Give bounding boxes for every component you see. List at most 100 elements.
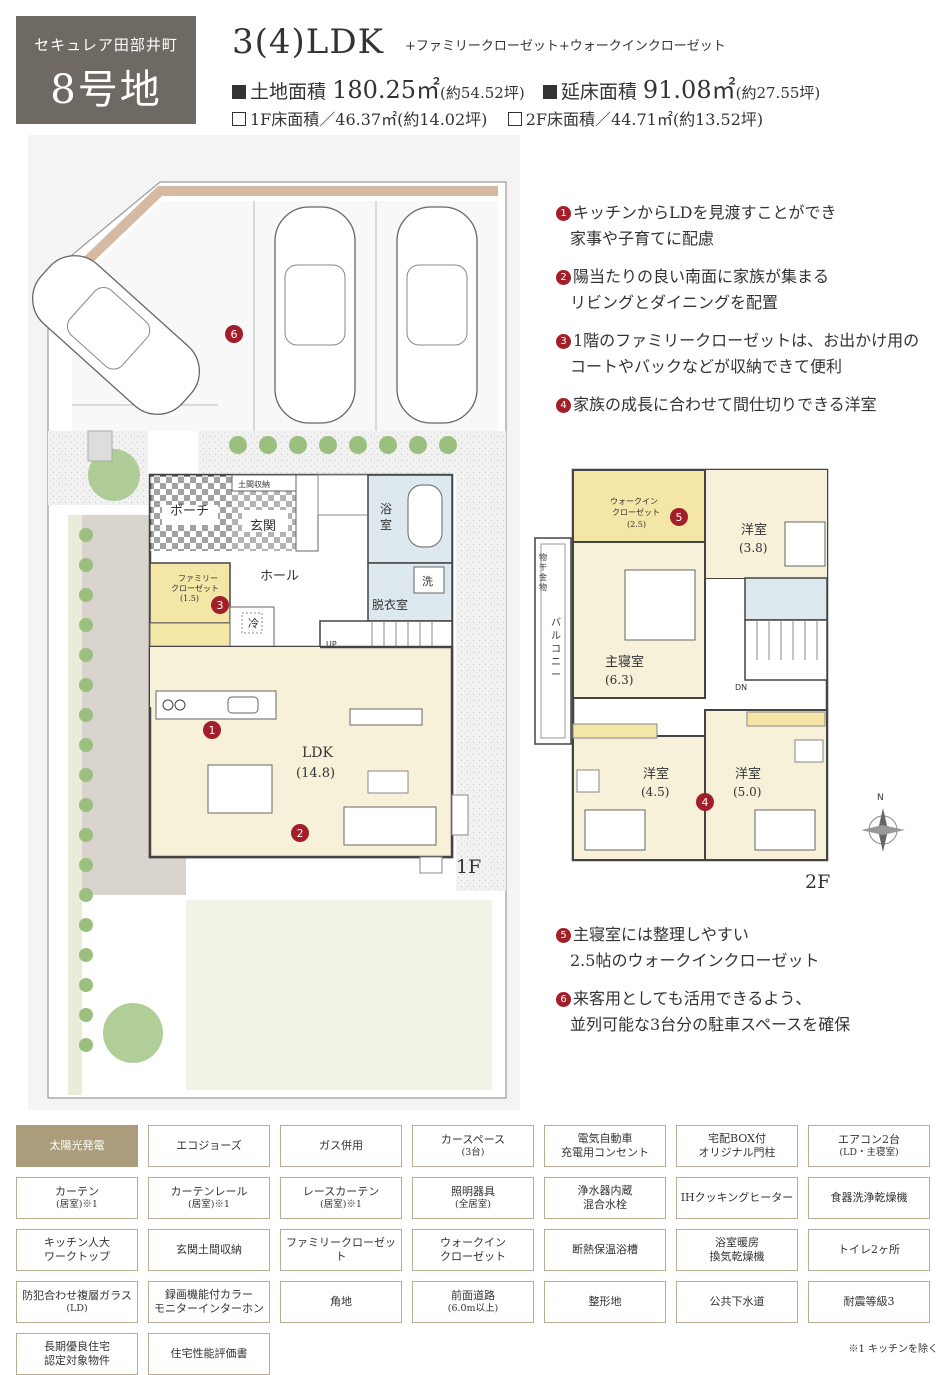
car-icon bbox=[396, 206, 478, 424]
feature-label: 耐震等級3 bbox=[843, 1295, 895, 1308]
western3-size: (5.0) bbox=[733, 785, 761, 799]
feature-note: (全居室) bbox=[455, 1199, 491, 1210]
feature-note: (3台) bbox=[461, 1147, 485, 1158]
washer-label: 洗 bbox=[422, 575, 433, 588]
floor2-label: 2F bbox=[805, 871, 830, 893]
bath-label-2: 室 bbox=[380, 517, 392, 532]
point-text: 主寝室には整理しやすい bbox=[573, 925, 749, 944]
svg-text:2: 2 bbox=[297, 827, 304, 840]
feature-label: 食器洗浄乾燥機 bbox=[830, 1191, 908, 1204]
laundry-char-3: 金 bbox=[539, 572, 547, 582]
feature-note: (居室)※1 bbox=[56, 1199, 98, 1210]
feature-label: IHクッキングヒーター bbox=[680, 1191, 794, 1204]
feature-badge: 断熱保温浴槽 bbox=[544, 1229, 666, 1271]
feature-label: クローゼット bbox=[440, 1250, 506, 1263]
feature-badge: 照明器具(全居室) bbox=[412, 1177, 534, 1219]
feature-badge: 録画機能付カラーモニターインターホン bbox=[148, 1281, 270, 1323]
svg-text:6: 6 bbox=[231, 328, 238, 341]
master-size: (6.3) bbox=[605, 673, 633, 687]
feature-badge: 太陽光発電 bbox=[16, 1125, 138, 1167]
fridge-label: 冷 bbox=[248, 617, 259, 630]
feature-badge: 住宅性能評価書 bbox=[148, 1333, 270, 1375]
land-area-label: 土地面積 bbox=[250, 81, 327, 103]
master-label: 主寝室 bbox=[605, 654, 644, 670]
point-text: リビングとダイニングを配置 bbox=[570, 293, 779, 312]
feature-label: カースペース bbox=[440, 1133, 506, 1146]
dressing-label: 脱衣室 bbox=[372, 597, 408, 612]
open-square-icon bbox=[507, 112, 522, 126]
point-text: 家事や子育てに配慮 bbox=[570, 229, 715, 248]
marker-5: 5 bbox=[670, 508, 688, 526]
feature-label: 浴室暖房 bbox=[715, 1236, 759, 1249]
feature-label: 玄関土間収納 bbox=[176, 1243, 242, 1256]
balcony-char-1: バ bbox=[551, 617, 561, 629]
north-label: N bbox=[877, 793, 884, 803]
feature-badge: ウォークインクローゼット bbox=[412, 1229, 534, 1271]
walkin-label-2: クローゼット bbox=[612, 507, 660, 517]
floor-area-tsubo: (約27.55坪) bbox=[735, 84, 821, 102]
balcony-char-5: ー bbox=[551, 670, 561, 681]
feature-badge: 食器洗浄乾燥機 bbox=[808, 1177, 930, 1219]
feature-label: エコジョーズ bbox=[176, 1139, 242, 1152]
marker-3-icon: 3 bbox=[556, 334, 571, 349]
feature-label: ウォークイン bbox=[440, 1236, 506, 1249]
filled-square-icon bbox=[232, 85, 246, 99]
feature-badge: エコジョーズ bbox=[148, 1125, 270, 1167]
floor-area-value: 91.08㎡ bbox=[642, 76, 736, 104]
laundry-char-1: 物 bbox=[539, 552, 547, 562]
land-area-tsubo: (約54.52坪) bbox=[440, 84, 525, 102]
open-square-icon bbox=[232, 112, 246, 126]
balcony-char-3: コ bbox=[551, 644, 561, 655]
marker-2: 2 bbox=[291, 824, 309, 842]
floor2-plan: N ウォークイン クローゼット (2.5) 洋室 (3.8) 主寝室 (6.3)… bbox=[534, 468, 905, 893]
feature-badge: ガス併用 bbox=[280, 1125, 402, 1167]
feature-badge: 浴室暖房換気乾燥機 bbox=[676, 1229, 798, 1271]
feature-label: 整形地 bbox=[588, 1295, 622, 1308]
feature-note: (LD・主寝室) bbox=[839, 1147, 899, 1158]
feature-label: カーテンレール bbox=[170, 1185, 248, 1198]
car-icon bbox=[32, 255, 200, 415]
marker-4: 4 bbox=[696, 793, 714, 811]
floor1-area: 1F床面積／46.37㎡(約14.02坪) bbox=[250, 110, 488, 129]
feature-badge: 玄関土間収納 bbox=[148, 1229, 270, 1271]
plan-extra: +ファミリークローゼット+ウォークインクローゼット bbox=[405, 39, 726, 54]
feature-badge: レースカーテン(居室)※1 bbox=[280, 1177, 402, 1219]
svg-text:3: 3 bbox=[217, 599, 224, 612]
hall-label: ホール bbox=[260, 569, 299, 584]
feature-label: 換気乾燥機 bbox=[709, 1250, 765, 1263]
feature-badge: トイレ2ヶ所 bbox=[808, 1229, 930, 1271]
feature-label: オリジナル門柱 bbox=[698, 1146, 776, 1159]
point-text: コートやバックなどが収納できて便利 bbox=[570, 357, 843, 376]
feature-label: 混合水栓 bbox=[583, 1198, 627, 1211]
marker-6-icon: 6 bbox=[556, 992, 571, 1007]
porch-label: ポーチ bbox=[170, 504, 209, 519]
western1-size: (3.8) bbox=[739, 541, 767, 555]
entrance-storage-label: 土間収納 bbox=[238, 479, 270, 489]
western1-label: 洋室 bbox=[741, 522, 767, 538]
feature-note: (6.0m以上) bbox=[447, 1303, 499, 1314]
car-icon bbox=[274, 206, 356, 424]
filled-square-icon bbox=[542, 85, 557, 99]
feature-label: ファミリークローゼット bbox=[286, 1236, 396, 1263]
point-text: 来客用としても活用できるよう、 bbox=[573, 989, 812, 1008]
lot-number: 8号地 bbox=[50, 67, 162, 113]
feature-badge: 公共下水道 bbox=[676, 1281, 798, 1323]
laundry-char-2: 干 bbox=[539, 563, 547, 572]
family-closet-label-1: ファミリー bbox=[178, 574, 218, 583]
feature-label: トイレ2ヶ所 bbox=[838, 1243, 900, 1256]
feature-label: 断熱保温浴槽 bbox=[572, 1243, 638, 1256]
feature-label: 太陽光発電 bbox=[49, 1139, 105, 1152]
feature-label: 住宅性能評価書 bbox=[170, 1347, 248, 1360]
feature-note: (LD) bbox=[66, 1303, 88, 1314]
feature-label: 宅配BOX付 bbox=[708, 1132, 766, 1145]
marker-4-icon: 4 bbox=[556, 398, 571, 413]
feature-note: (居室)※1 bbox=[320, 1199, 362, 1210]
feature-badge: IHクッキングヒーター bbox=[676, 1177, 798, 1219]
walkin-label-3: (2.5) bbox=[627, 520, 646, 529]
floor1-label: 1F bbox=[456, 856, 481, 878]
